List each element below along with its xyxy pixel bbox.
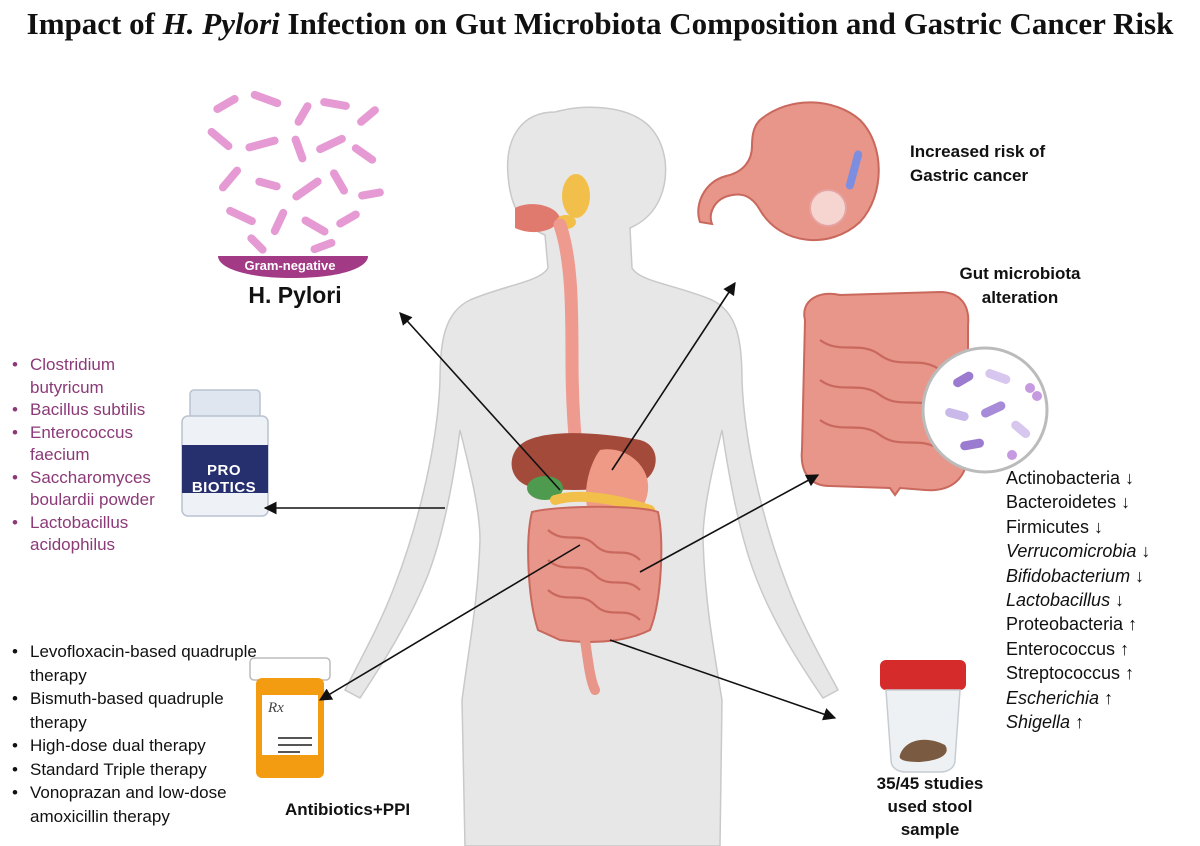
phylum-name: Verrucomicrobia (1006, 541, 1137, 562)
phylum-item: Lactobacillus ↓ (1006, 588, 1200, 612)
pill-bottle (249, 657, 331, 778)
antibiotics-label: Antibiotics+PPI (285, 800, 411, 819)
stool-line2: used stool (887, 797, 973, 816)
probiotics-pill-label: PRO BIOTICS (184, 462, 264, 496)
phylum-arrow: ↑ (1128, 614, 1138, 635)
stool-line1: 35/45 studies (876, 774, 984, 793)
phylum-name: Proteobacteria (1006, 614, 1124, 635)
gram-badge (218, 256, 368, 278)
probiotic-item: Enterococcus faecium (8, 422, 188, 467)
connector-arrows (263, 281, 837, 721)
phylum-name: Firmicutes (1006, 516, 1090, 537)
phylum-name: Streptococcus (1006, 663, 1121, 684)
cancer-risk-label: Increased risk of Gastric cancer (910, 140, 1045, 188)
probiotic-item: Clostridium butyricum (8, 354, 188, 399)
therapy-item: Bismuth-based quadruple therapy (8, 687, 268, 734)
probiotics-pill-line2: BIOTICS (191, 479, 257, 496)
phylum-item: Proteobacteria ↑ (1006, 612, 1200, 636)
phylum-item: Bifidobacterium ↓ (1006, 564, 1200, 588)
phylum-name: Bifidobacterium (1006, 565, 1131, 586)
intestine-illustration (800, 290, 1049, 497)
phylum-item: Streptococcus ↑ (1006, 661, 1200, 685)
phylum-arrow: ↑ (1120, 638, 1130, 659)
microbiota-line1: Gut microbiota (959, 264, 1081, 283)
rx-label: Rx (268, 700, 284, 716)
phylum-item: Bacteroidetes ↓ (1006, 490, 1200, 514)
phylum-name: Shigella (1006, 712, 1071, 733)
cancer-risk-line2: Gastric cancer (910, 166, 1029, 185)
phylum-item: Actinobacteria ↓ (1006, 466, 1200, 490)
title-prefix: Impact of (26, 6, 163, 41)
therapy-item: High-dose dual therapy (8, 734, 268, 758)
phylum-arrow: ↑ (1125, 663, 1135, 684)
phylum-item: Shigella ↑ (1006, 710, 1200, 734)
stool-line3: sample (900, 820, 960, 839)
therapy-item: Levofloxacin-based quadruple therapy (8, 640, 268, 687)
esophagus (553, 218, 584, 465)
microbiota-line2: alteration (981, 288, 1059, 307)
probiotics-list: Clostridium butyricum Bacillus subtilis … (8, 354, 188, 557)
hpylori-label: H. Pylori (248, 282, 342, 308)
title-italic: H. Pylori (162, 6, 280, 41)
phylum-arrow: ↑ (1104, 687, 1114, 708)
phylum-item: Firmicutes ↓ (1006, 515, 1200, 539)
stool-jar (880, 660, 966, 773)
therapy-list: Levofloxacin-based quadruple therapy Bis… (8, 640, 268, 828)
phyla-list: Actinobacteria ↓ Bacteroidetes ↓ Firmicu… (1006, 466, 1200, 734)
phylum-item: Enterococcus ↑ (1006, 637, 1200, 661)
probiotic-item: Bacillus subtilis (8, 399, 188, 422)
microbiota-label: Gut microbiota alteration (950, 262, 1090, 310)
probiotics-pill-line1: PRO (206, 462, 241, 479)
hpylori-bacteria (207, 90, 384, 254)
phylum-item: Verrucomicrobia ↓ (1006, 539, 1200, 563)
oral-glands (515, 174, 590, 233)
phylum-name: Escherichia (1006, 687, 1100, 708)
probiotic-item: Lactobacillus acidophilus (8, 512, 188, 557)
phylum-item: Escherichia ↑ (1006, 686, 1200, 710)
therapy-item: Standard Triple therapy (8, 758, 268, 782)
phylum-arrow: ↓ (1115, 590, 1125, 611)
stool-label: 35/45 studies used stool sample (850, 772, 1010, 841)
phylum-arrow: ↓ (1125, 468, 1135, 488)
cancer-risk-line1: Increased risk of (910, 142, 1046, 161)
phylum-name: Enterococcus (1006, 638, 1116, 659)
probiotic-item: Saccharomyces boulardii powder (8, 467, 188, 512)
probiotics-container (181, 389, 269, 517)
phylum-arrow: ↑ (1075, 712, 1085, 733)
therapy-item: Vonoprazan and low-dose amoxicillin ther… (8, 781, 268, 828)
phylum-arrow: ↓ (1121, 492, 1131, 513)
figure-title: Impact of H. Pylori Infection on Gut Mic… (0, 6, 1200, 42)
phylum-name: Actinobacteria (1006, 468, 1121, 488)
stomach-illustration (697, 101, 880, 242)
phylum-arrow: ↓ (1141, 541, 1151, 562)
phylum-name: Lactobacillus (1006, 590, 1111, 611)
phylum-name: Bacteroidetes (1006, 492, 1117, 513)
gram-negative-label: Gram-negative (244, 258, 336, 273)
phylum-arrow: ↓ (1094, 516, 1104, 537)
phylum-arrow: ↓ (1135, 565, 1145, 586)
title-suffix: Infection on Gut Microbiota Composition … (279, 6, 1174, 41)
